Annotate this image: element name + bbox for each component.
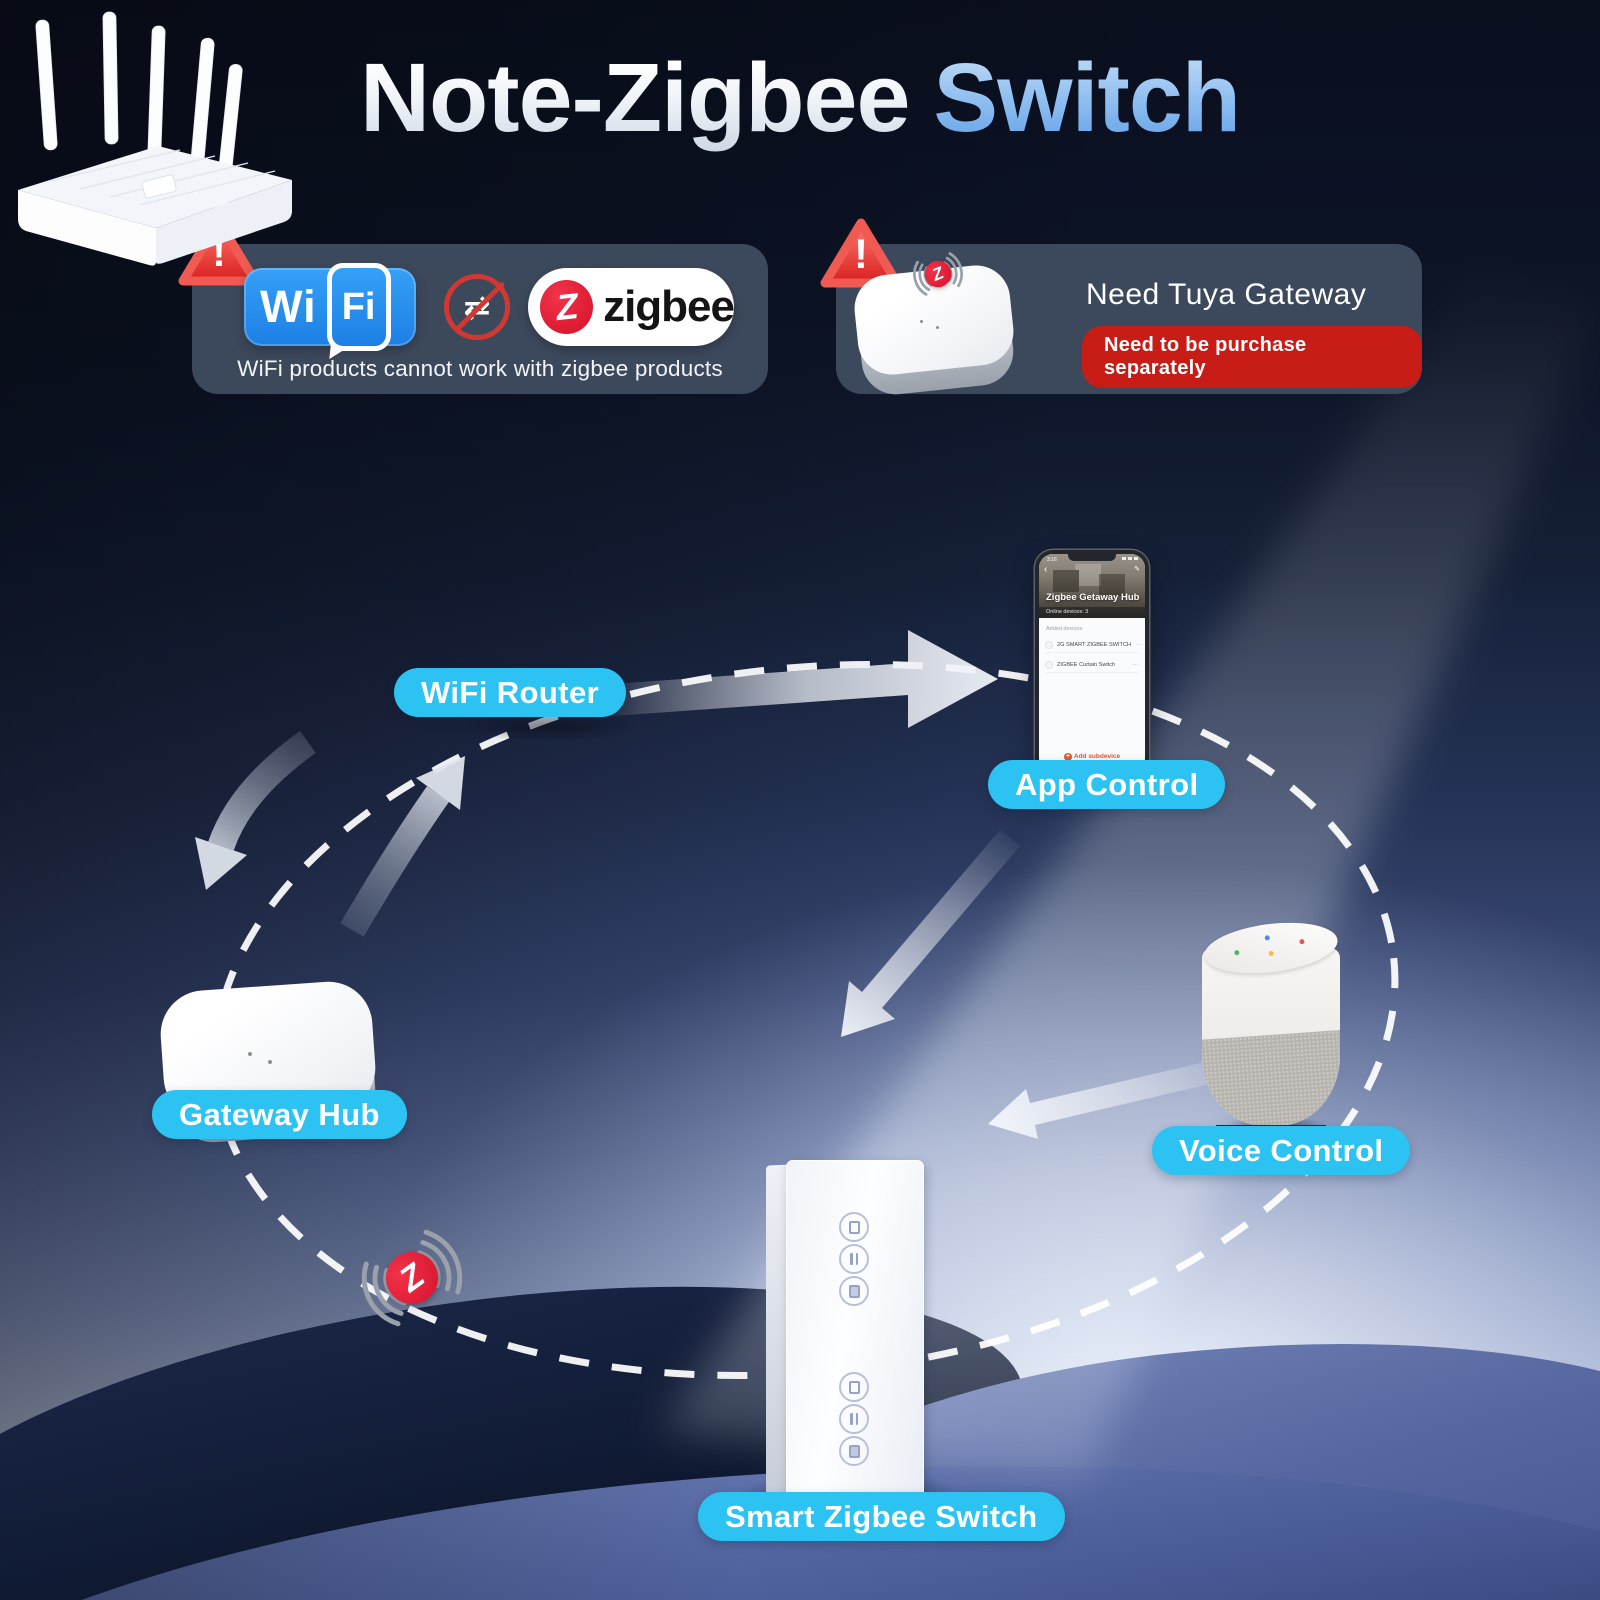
smart-speaker-image xyxy=(1200,916,1342,1134)
phone-online-strip: Online devices: 3 xyxy=(1039,607,1145,618)
blue-led-icon xyxy=(1264,935,1271,941)
gateway-heading: Need Tuya Gateway xyxy=(1086,278,1367,311)
edit-icon: ✎ xyxy=(1134,566,1140,573)
zigbee-switch-image xyxy=(758,1160,934,1512)
add-subdevice-button: +Add subdevice xyxy=(1039,753,1145,761)
zigbee-signal-icon: Z xyxy=(331,1197,493,1359)
compatibility-card: ! Wi Fi ⇄ Z zigbee WiFi products cannot … xyxy=(178,216,768,394)
curtain-open-icon xyxy=(848,1220,860,1234)
add-subdevice-label: Add subdevice xyxy=(1073,753,1121,760)
device-checkbox-icon xyxy=(1045,641,1053,649)
device-row: 2G SMART ZIGBEE SWITCH ⋯ xyxy=(1045,638,1143,653)
phone-section-label: Added devices xyxy=(1046,626,1083,632)
zigbee-z-letter: Z xyxy=(553,284,580,329)
app-control-label: App Control xyxy=(988,760,1226,809)
device-name: ZIGBEE Curtain Switch xyxy=(1057,662,1116,668)
title-text-main: Note-Zigbee xyxy=(359,43,910,152)
yellow-led-icon xyxy=(1268,950,1274,957)
exclamation-mark: ! xyxy=(854,230,868,277)
router-label: WiFi Router xyxy=(394,668,627,717)
title-text-accent: Switch xyxy=(933,43,1241,152)
curtain-open-button xyxy=(839,1212,869,1242)
phone-online-status: Online devices: 3 xyxy=(1046,609,1089,615)
curtain-pause-button xyxy=(839,1404,869,1434)
wifi-wi-label: Wi xyxy=(260,281,317,332)
speaker-mesh xyxy=(1202,1030,1340,1126)
compatibility-caption: WiFi products cannot work with zigbee pr… xyxy=(237,356,723,381)
phone-status-icons xyxy=(1122,557,1138,560)
gateway-card: ! Z Need Tuya Gateway Need to be purchas… xyxy=(820,218,1422,398)
device-checkbox-icon xyxy=(1045,661,1053,669)
plus-icon: + xyxy=(1063,753,1072,761)
wifi-logo: Wi Fi xyxy=(244,263,416,361)
zigbee-logo: Z zigbee xyxy=(528,268,735,346)
wifi-fi-label: Fi xyxy=(341,285,376,328)
zigbee-z-icon: Z xyxy=(540,280,594,334)
warning-icon: ! xyxy=(818,214,904,294)
curtain-open-icon xyxy=(848,1380,860,1394)
curtain-close-icon xyxy=(848,1444,860,1458)
phone-screen: 3:16 ‹ ✎ Zigbee Getaway Hub Online devic… xyxy=(1039,554,1145,772)
pause-icon xyxy=(849,1253,859,1265)
green-led-icon xyxy=(1234,949,1240,956)
gateway-hub-label: Gateway Hub xyxy=(152,1090,407,1139)
exclamation-mark: ! xyxy=(212,228,226,275)
zigbee-signal-icon: Z xyxy=(902,238,975,311)
wifi-fi-bubble: Fi xyxy=(326,263,391,361)
voice-control-label: Voice Control xyxy=(1152,1126,1411,1175)
tuya-gateway-image: Z xyxy=(851,252,1034,428)
smartphone-image: 3:16 ‹ ✎ Zigbee Getaway Hub Online devic… xyxy=(1035,550,1149,776)
smart-switch-label: Smart Zigbee Switch xyxy=(698,1492,1065,1541)
phone-time: 3:16 xyxy=(1047,556,1057,563)
pause-icon xyxy=(849,1413,859,1425)
curtain-close-button xyxy=(839,1436,869,1466)
more-icon: ⋯ xyxy=(1135,642,1143,649)
device-name: 2G SMART ZIGBEE SWITCH xyxy=(1057,642,1132,648)
purchase-badge: Need to be purchase separately xyxy=(1082,326,1422,388)
speaker-body xyxy=(1202,948,1340,1126)
curtain-open-button xyxy=(839,1372,869,1402)
red-led-icon xyxy=(1299,938,1305,945)
zigbee-wordmark: zigbee xyxy=(603,282,735,331)
gateway-hub-image xyxy=(157,978,400,1153)
phone-screen-title: Zigbee Getaway Hub xyxy=(1046,592,1140,603)
curtain-close-button xyxy=(839,1276,869,1306)
curtain-pause-button xyxy=(839,1244,869,1274)
prohibition-slash-icon xyxy=(453,281,506,333)
curtain-close-icon xyxy=(848,1284,860,1298)
not-compatible-icon: ⇄ xyxy=(444,274,510,340)
device-row: ZIGBEE Curtain Switch ⋯ xyxy=(1045,658,1139,673)
more-icon: ⋯ xyxy=(1132,662,1139,669)
back-icon: ‹ xyxy=(1044,564,1048,575)
phone-notch xyxy=(1068,554,1116,561)
